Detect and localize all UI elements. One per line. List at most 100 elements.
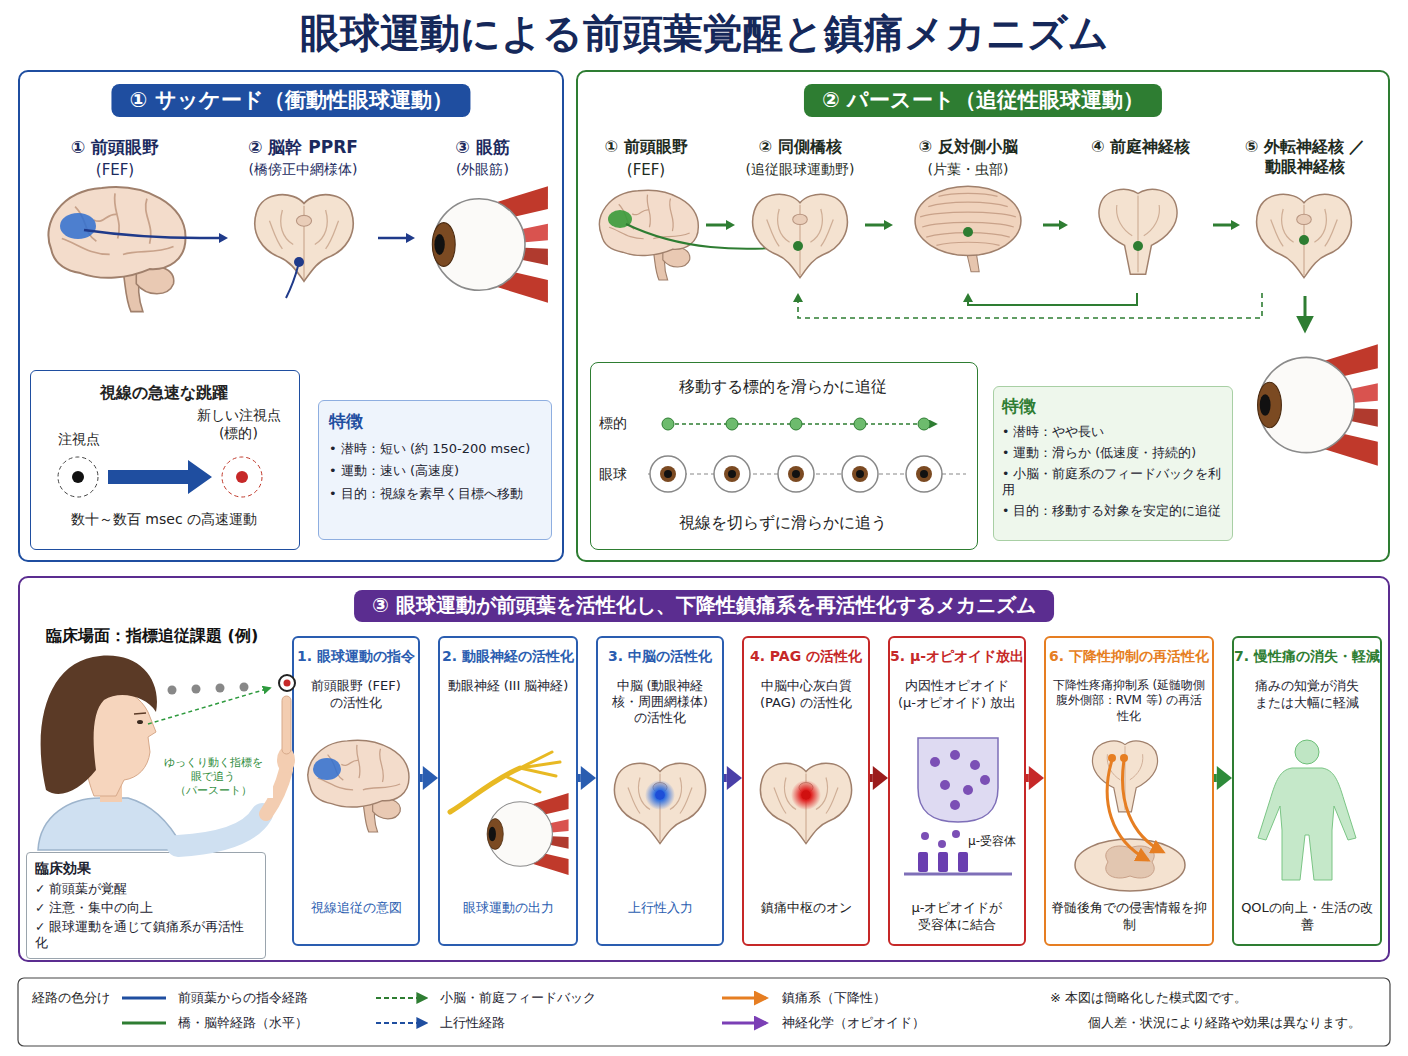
connector-arrow xyxy=(706,220,735,230)
node-heading: 3. 中脳の活性化 xyxy=(598,648,722,666)
node-text: ✓ 注意・集中の向上 xyxy=(35,900,257,916)
node-text: (追従眼球運動野) xyxy=(735,161,865,179)
feature-box: 特徴• 潜時：やや長い• 運動：滑らか (低速度・持続的)• 小脳・前庭系のフィ… xyxy=(993,386,1233,541)
patient-figure xyxy=(148,688,270,724)
patient-figure xyxy=(168,686,177,695)
arrow-head xyxy=(726,220,735,230)
patient-figure xyxy=(192,685,201,694)
process-box: 6. 下降性抑制の再活性化下降性疼痛抑制系 (延髄吻側腹外側部：RVM 等) の… xyxy=(1044,636,1214,946)
node-heading: 視線の急速な跳躍 xyxy=(31,383,297,403)
pursuit-illustration xyxy=(600,190,699,280)
node-heading: ③ 眼筋 xyxy=(415,137,550,159)
stage-node: ② 同側橋核 (追従眼球運動野) xyxy=(735,133,865,293)
arrow-head xyxy=(884,220,893,230)
patient-figure xyxy=(134,713,146,714)
arrow-head xyxy=(1059,220,1068,230)
figure-box: 視線の急速な跳躍注視点新しい注視点 (標的)数十～数百 msec の高速運動 xyxy=(30,370,300,550)
node-text: • 潜時：短い (約 150-200 msec) xyxy=(329,441,541,458)
node-text: 眼球 xyxy=(599,466,643,484)
patient-figure xyxy=(38,656,295,850)
pursuit-illustration xyxy=(915,186,1021,272)
node-text: 視線を切らずに滑らかに追う xyxy=(591,513,975,533)
annotation-label: 経路の色分け xyxy=(32,990,110,1007)
saccade-illustration xyxy=(432,186,548,303)
node-text: (外眼筋) xyxy=(415,161,550,179)
node-heading: ① 前頭眼野 xyxy=(30,137,200,159)
node-heading: ② 同側橋核 xyxy=(735,137,865,157)
pursuit-illustration xyxy=(1258,344,1378,465)
node-heading: ① サッケード（衝動性眼球運動） xyxy=(111,84,470,117)
node-heading: ③ 眼球運動が前頭葉を活性化し、下降性鎮痛系を再活性化するメカニズム xyxy=(354,590,1054,622)
node-heading: 1. 眼球運動の指令 xyxy=(294,648,418,666)
node-heading: 臨床効果 xyxy=(35,860,257,878)
node-text: 新しい注視点 (標的) xyxy=(181,407,296,443)
node-text: 脊髄後角での侵害情報を抑制 xyxy=(1050,900,1208,933)
annotation-label: ゆっくり動く指標を 眼で追う（パースート） xyxy=(153,756,273,798)
node-text: 痛みの知覚が消失 または大幅に軽減 xyxy=(1240,678,1374,711)
legend-frame xyxy=(722,997,766,1000)
connector-arrow xyxy=(1043,220,1068,230)
legend-frame xyxy=(122,997,166,1000)
node-text: • 目的：移動する対象を安定的に追従 xyxy=(1002,503,1224,519)
connector-arrow xyxy=(378,233,415,243)
node-text: 内因性オピオイド (μ-オピオイド) 放出 xyxy=(896,678,1018,711)
node-text: QOLの向上・生活の改善 xyxy=(1238,900,1376,933)
connector-arrow xyxy=(200,233,228,243)
node-heading: ② 脳幹 PPRF xyxy=(228,137,378,159)
node-heading: 移動する標的を滑らかに追従 xyxy=(591,377,975,397)
connector-line xyxy=(865,224,884,227)
node-heading: ① 前頭眼野 xyxy=(586,137,706,157)
connector-arrow xyxy=(1214,766,1232,790)
patient-figure xyxy=(82,688,156,796)
stage-node: ⑤ 外転神経核 ／動眼神経核 xyxy=(1240,133,1370,293)
node-heading: 2. 動眼神経の活性化 xyxy=(440,648,576,666)
saccade-illustration xyxy=(48,186,547,312)
feature-box: 特徴 • 潜時：短い (約 150-200 msec) • 運動：速い (高速度) •… xyxy=(318,400,552,540)
pursuit-illustration xyxy=(1257,194,1352,277)
node-heading: ② パースート（追従性眼球運動） xyxy=(804,84,1162,117)
pursuit-illustration xyxy=(753,194,848,277)
legend-frame xyxy=(376,1022,426,1024)
arrow-head xyxy=(581,766,596,790)
saccade-illustration xyxy=(294,257,304,267)
node-text: ✓ 眼球運動を通じて鎮痛系が再活性化 xyxy=(35,919,257,951)
pursuit-illustration xyxy=(793,241,803,251)
patient-figure xyxy=(240,683,249,692)
node-text: 視線追従の意図 xyxy=(298,900,414,917)
section-panel: ② パースート（追従性眼球運動）① 前頭眼野(FEF)② 同側橋核(追従眼球運動… xyxy=(576,70,1390,562)
node-text: (片葉・虫部) xyxy=(893,161,1043,179)
connector-line xyxy=(724,774,727,782)
connector-line xyxy=(870,774,873,782)
node-text: • 目的：視線を素早く目標へ移動 xyxy=(329,486,541,503)
process-box: 4. PAG の活性化中脳中心灰白質 (PAG) の活性化鎮痛中枢のオン xyxy=(742,636,870,946)
node-text: 眼球運動の出力 xyxy=(444,900,572,917)
node-text: 動眼神経 (III 脳神経) xyxy=(446,678,570,695)
node-text: 前頭眼野 (FEF) の活性化 xyxy=(300,678,412,711)
connector-line xyxy=(1026,774,1029,782)
node-text: ✓ 前頭葉が覚醒 xyxy=(35,881,257,897)
node-text: • 運動：速い (高速度) xyxy=(329,463,541,480)
pursuit-illustration xyxy=(1133,241,1143,251)
pursuit-illustration xyxy=(1299,235,1309,245)
arrow-head xyxy=(1231,220,1240,230)
connector-arrow xyxy=(578,766,596,790)
node-heading: ④ 前庭神経核 xyxy=(1068,137,1213,157)
saccade-illustration xyxy=(286,266,298,298)
patient-figure xyxy=(137,720,143,724)
node-heading: 特徴 xyxy=(329,411,541,433)
legend-label: 小脳・前庭フィードバック xyxy=(440,990,596,1007)
node-text: 標的 xyxy=(599,415,643,433)
node-heading: 特徴 xyxy=(1002,396,1224,418)
annotation-label: ※ 本図は簡略化した模式図です。 xyxy=(1050,990,1247,1007)
connector-arrow xyxy=(1213,220,1240,230)
annotation-label: 個人差・状況により経路や効果は異なります。 xyxy=(1088,1015,1361,1032)
patient-figure xyxy=(284,680,291,687)
effect-box: 臨床効果 ✓ 前頭葉が覚醒 ✓ 注意・集中の向上 ✓ 眼球運動を通じて鎮痛系が再活性化 xyxy=(26,852,266,959)
stage-node: ① 前頭眼野(FEF) xyxy=(30,133,200,293)
patient-figure xyxy=(41,656,157,794)
connector-line xyxy=(1214,774,1217,782)
pursuit-illustration xyxy=(608,210,632,228)
connector-arrow xyxy=(420,766,438,790)
node-text: 鎮痛中枢のオン xyxy=(748,900,864,917)
